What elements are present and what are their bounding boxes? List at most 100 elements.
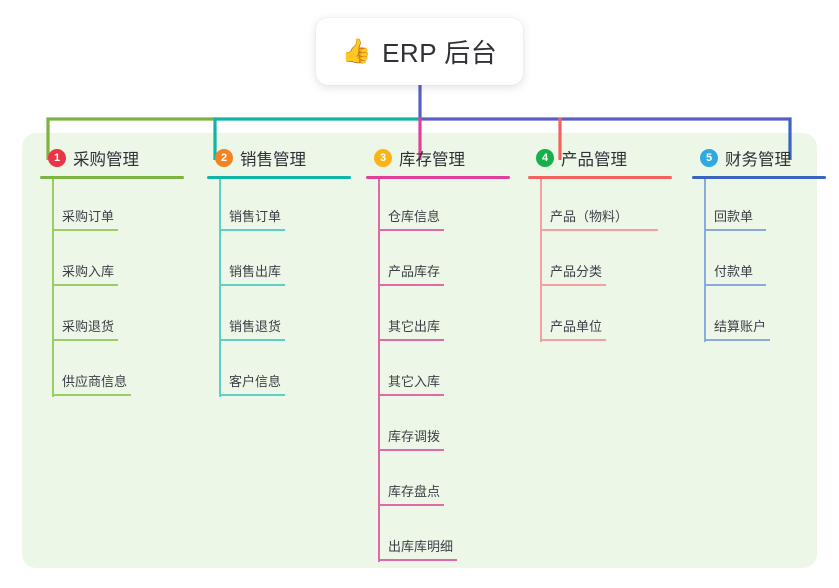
leaf-item[interactable]: 结算账户 xyxy=(692,289,832,344)
leaf-list-3: 仓库信息产品库存其它出库其它入库库存调拨库存盘点出库库明细 xyxy=(366,179,516,564)
leaf-underline xyxy=(540,229,658,231)
column-rule-5 xyxy=(692,176,826,179)
column-badge-1: 1 xyxy=(48,149,66,167)
leaf-label: 产品分类 xyxy=(550,264,603,279)
leaf-underline xyxy=(540,284,606,286)
leaf-label: 库存调拨 xyxy=(388,429,441,444)
leaf-item[interactable]: 回款单 xyxy=(692,179,832,234)
leaf-underline xyxy=(378,559,457,561)
leaf-underline xyxy=(378,229,444,231)
leaf-label: 仓库信息 xyxy=(388,209,441,224)
leaf-label: 产品（物料） xyxy=(550,209,629,224)
leaf-item[interactable]: 采购退货 xyxy=(40,289,190,344)
column-财务管理: 5 财务管理回款单付款单结算账户 xyxy=(692,146,832,344)
leaf-item[interactable]: 客户信息 xyxy=(207,344,357,399)
leaf-item[interactable]: 产品库存 xyxy=(366,234,516,289)
leaf-item[interactable]: 仓库信息 xyxy=(366,179,516,234)
leaf-underline xyxy=(704,229,766,231)
leaf-item[interactable]: 其它入库 xyxy=(366,344,516,399)
leaf-item[interactable]: 产品（物料） xyxy=(528,179,678,234)
root-title: 👍 ERP 后台 xyxy=(342,33,498,70)
root-node[interactable]: 👍 ERP 后台 xyxy=(316,18,523,85)
leaf-label: 采购入库 xyxy=(62,264,115,279)
leaf-underline xyxy=(52,394,131,396)
leaf-underline xyxy=(219,339,285,341)
leaf-label: 采购退货 xyxy=(62,319,115,334)
root-title-text: ERP 后台 xyxy=(382,38,498,68)
leaf-label: 供应商信息 xyxy=(62,374,128,389)
leaf-item[interactable]: 供应商信息 xyxy=(40,344,190,399)
leaf-item[interactable]: 销售订单 xyxy=(207,179,357,234)
leaf-list-4: 产品（物料） 产品分类产品单位 xyxy=(528,179,678,344)
leaf-label: 销售出库 xyxy=(229,264,282,279)
leaf-underline xyxy=(378,284,444,286)
column-spine-1 xyxy=(52,179,54,397)
leaf-item[interactable]: 销售退货 xyxy=(207,289,357,344)
leaf-list-2: 销售订单销售出库销售退货客户信息 xyxy=(207,179,357,399)
leaf-item[interactable]: 其它出库 xyxy=(366,289,516,344)
column-header-4[interactable]: 4 产品管理 xyxy=(528,146,678,170)
leaf-underline xyxy=(52,339,118,341)
leaf-item[interactable]: 产品单位 xyxy=(528,289,678,344)
leaf-underline xyxy=(52,284,118,286)
column-header-1[interactable]: 1 采购管理 xyxy=(40,146,190,170)
leaf-underline xyxy=(540,339,606,341)
column-title-5: 财务管理 xyxy=(725,151,791,169)
column-header-5[interactable]: 5 财务管理 xyxy=(692,146,832,170)
column-header-2[interactable]: 2 销售管理 xyxy=(207,146,357,170)
leaf-underline xyxy=(219,394,285,396)
leaf-item[interactable]: 采购订单 xyxy=(40,179,190,234)
leaf-item[interactable]: 库存盘点 xyxy=(366,454,516,509)
leaf-label: 库存盘点 xyxy=(388,484,441,499)
leaf-underline xyxy=(378,449,444,451)
column-spine-4 xyxy=(540,179,542,342)
column-rule-1 xyxy=(40,176,184,179)
column-spine-2 xyxy=(219,179,221,397)
column-rule-3 xyxy=(366,176,510,179)
column-spine-5 xyxy=(704,179,706,342)
leaf-item[interactable]: 出库库明细 xyxy=(366,509,516,564)
leaf-underline xyxy=(704,339,770,341)
leaf-label: 出库库明细 xyxy=(388,539,454,554)
column-header-3[interactable]: 3 库存管理 xyxy=(366,146,516,170)
leaf-item[interactable]: 销售出库 xyxy=(207,234,357,289)
column-title-4: 产品管理 xyxy=(561,151,627,169)
column-badge-3: 3 xyxy=(374,149,392,167)
leaf-label: 结算账户 xyxy=(714,319,767,334)
column-库存管理: 3 库存管理仓库信息产品库存其它出库其它入库库存调拨库存盘点出库库明细 xyxy=(366,146,516,564)
diagram-panel xyxy=(22,133,817,568)
column-badge-2: 2 xyxy=(215,149,233,167)
leaf-list-5: 回款单付款单结算账户 xyxy=(692,179,832,344)
leaf-label: 回款单 xyxy=(714,209,754,224)
column-title-1: 采购管理 xyxy=(73,151,139,169)
leaf-item[interactable]: 库存调拨 xyxy=(366,399,516,454)
leaf-label: 产品单位 xyxy=(550,319,603,334)
leaf-label: 付款单 xyxy=(714,264,754,279)
leaf-label: 销售订单 xyxy=(229,209,282,224)
leaf-underline xyxy=(219,284,285,286)
leaf-item[interactable]: 产品分类 xyxy=(528,234,678,289)
leaf-underline xyxy=(378,504,444,506)
leaf-underline xyxy=(219,229,285,231)
column-产品管理: 4 产品管理产品（物料） 产品分类产品单位 xyxy=(528,146,678,344)
leaf-label: 销售退货 xyxy=(229,319,282,334)
leaf-underline xyxy=(704,284,766,286)
leaf-label: 其它入库 xyxy=(388,374,441,389)
leaf-label: 采购订单 xyxy=(62,209,115,224)
leaf-label: 产品库存 xyxy=(388,264,441,279)
leaf-item[interactable]: 采购入库 xyxy=(40,234,190,289)
thumbs-up-icon: 👍 xyxy=(341,37,373,65)
leaf-label: 其它出库 xyxy=(388,319,441,334)
column-badge-4: 4 xyxy=(536,149,554,167)
column-title-3: 库存管理 xyxy=(399,151,465,169)
leaf-item[interactable]: 付款单 xyxy=(692,234,832,289)
column-badge-5: 5 xyxy=(700,149,718,167)
leaf-underline xyxy=(52,229,118,231)
leaf-underline xyxy=(378,394,444,396)
column-rule-4 xyxy=(528,176,672,179)
column-title-2: 销售管理 xyxy=(240,151,306,169)
column-销售管理: 2 销售管理销售订单销售出库销售退货客户信息 xyxy=(207,146,357,399)
column-采购管理: 1 采购管理采购订单采购入库采购退货供应商信息 xyxy=(40,146,190,399)
column-rule-2 xyxy=(207,176,351,179)
